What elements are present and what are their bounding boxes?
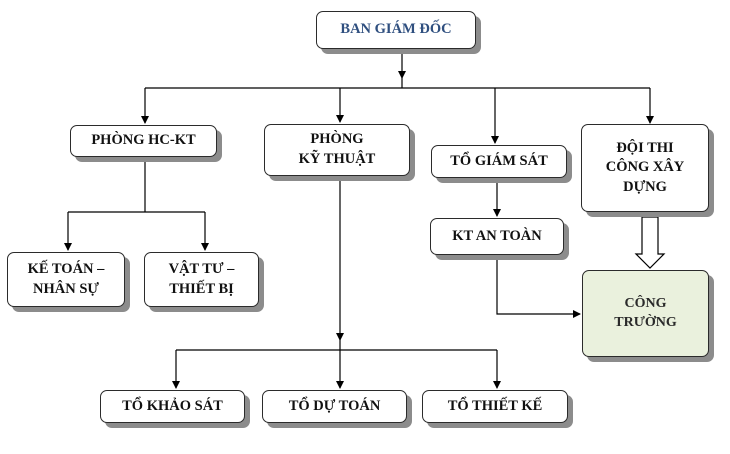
node-kt-an-toan: KT AN TOÀN — [430, 218, 564, 255]
node-to-khao-sat: TỔ KHẢO SÁT — [100, 390, 245, 423]
node-phong-hc-kt: PHÒNG HC-KT — [70, 125, 217, 157]
node-ke-toan-nhan-su: KẾ TOÁN – NHÂN SỰ — [7, 252, 125, 307]
node-cong-truong: CÔNG TRƯỜNG — [582, 270, 709, 357]
node-phong-ky-thuat: PHÒNG KỸ THUẬT — [264, 124, 410, 176]
node-to-giam-sat: TỔ GIÁM SÁT — [431, 145, 567, 178]
node-vat-tu-thiet-bi: VẬT TƯ – THIẾT BỊ — [144, 252, 259, 307]
block-arrow-down — [634, 216, 666, 269]
arrow-an-toan-to-cong-truong — [496, 255, 581, 318]
node-to-du-toan: TỔ DỰ TOÁN — [262, 390, 407, 423]
node-ban-giam-doc: BAN GIÁM ĐỐC — [316, 11, 476, 49]
node-doi-thi-cong: ĐỘI THI CÔNG XÂY DỰNG — [581, 124, 709, 212]
node-to-thiet-ke: TỔ THIẾT KẾ — [422, 390, 568, 423]
